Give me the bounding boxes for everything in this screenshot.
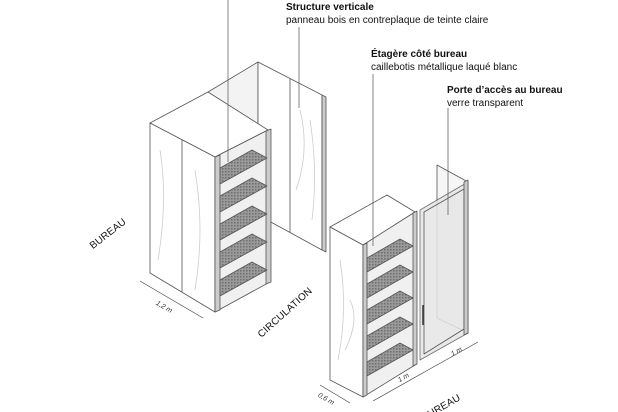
left-shelves [219, 149, 268, 297]
annotation-title: Structure verticale [286, 2, 374, 13]
annotation-structure-verticale: Structure verticale panneau bois en cont… [286, 1, 488, 27]
annotation-desc: panneau bois en contreplaque de teinte c… [286, 15, 489, 26]
left-cabinet [149, 91, 272, 313]
annotation-desc: verre transparent [447, 98, 524, 109]
annotation-etagere: Étagère côté bureau caillebotis métalliq… [371, 48, 517, 74]
annotation-desc: caillebotis métallique laqué blanc [371, 62, 518, 73]
dimension-lines [139, 280, 479, 404]
annotation-title: Porte d’accès au bureau [447, 85, 563, 96]
annotation-title: Étagère côté bureau [371, 49, 468, 60]
annotation-porte: Porte d’accès au bureau verre transparen… [447, 84, 563, 110]
right-shelves [366, 238, 414, 377]
glass-door [419, 179, 469, 361]
leader-lines [227, 0, 449, 246]
